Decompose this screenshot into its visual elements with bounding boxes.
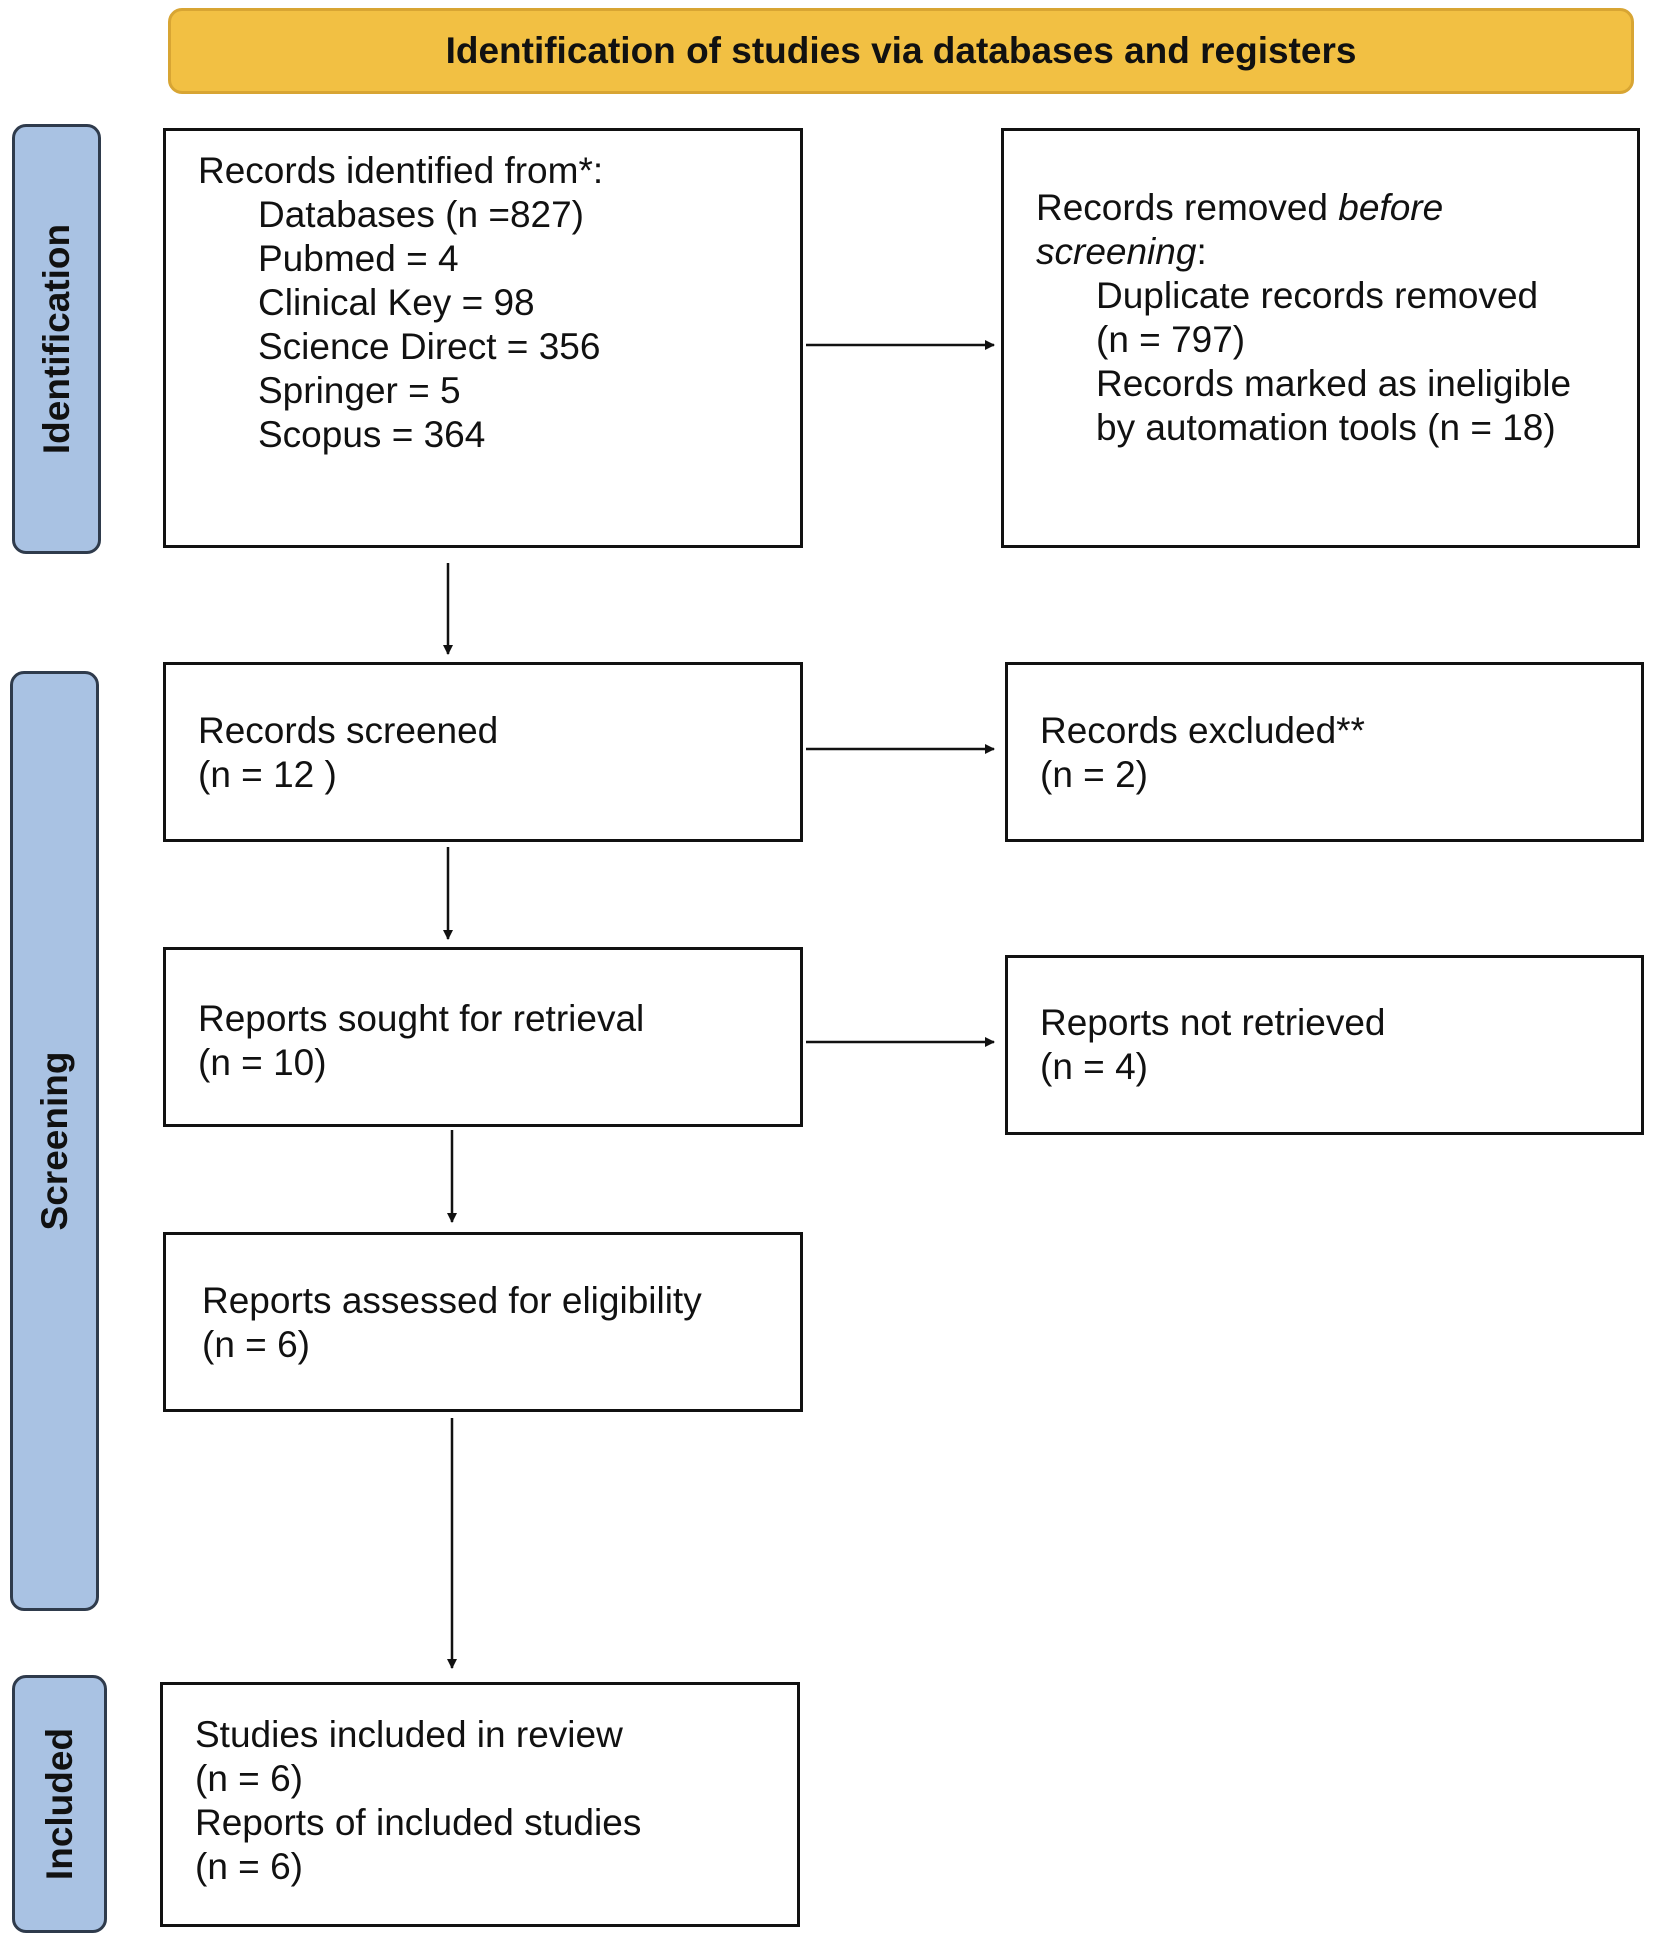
records-removed-heading-2: screening: (1036, 230, 1637, 274)
phase-screening: Screening (10, 671, 99, 1611)
reports-included-label: Reports of included studies (195, 1802, 642, 1843)
reports-assessed-count: (n = 6) (202, 1324, 310, 1365)
ineligible-records-count: by automation tools (n = 18) (1096, 407, 1556, 448)
records-removed-box: Records removed before screening: Duplic… (1001, 128, 1640, 548)
phase-identification: Identification (12, 124, 101, 554)
records-excluded-count: (n = 2) (1040, 754, 1148, 795)
records-removed-prefix: Records removed (1036, 187, 1339, 228)
reports-not-retrieved-label: Reports not retrieved (1040, 1002, 1386, 1043)
reports-sought-label: Reports sought for retrieval (198, 998, 645, 1039)
records-screened-label: Records screened (198, 710, 499, 751)
phase-included: Included (12, 1675, 107, 1933)
records-removed-italic-screening: screening (1036, 231, 1197, 272)
reports-assessed-box: Reports assessed for eligibility (n = 6) (163, 1232, 803, 1412)
records-identified-heading: Records identified from*: (198, 150, 604, 191)
springer-count: Springer = 5 (258, 370, 461, 411)
reports-sought-box: Reports sought for retrieval (n = 10) (163, 947, 803, 1127)
records-removed-heading: Records removed before (1036, 186, 1637, 230)
reports-not-retrieved-count: (n = 4) (1040, 1046, 1148, 1087)
pubmed-count: Pubmed = 4 (258, 238, 459, 279)
duplicate-records: Duplicate records removed (1096, 275, 1539, 316)
reports-assessed-label: Reports assessed for eligibility (202, 1280, 702, 1321)
records-identified-box: Records identified from*: Databases (n =… (163, 128, 803, 548)
reports-included-count: (n = 6) (195, 1846, 303, 1887)
scopus-count: Scopus = 364 (258, 414, 486, 455)
ineligible-records: Records marked as ineligible (1096, 363, 1572, 404)
records-excluded-box: Records excluded** (n = 2) (1005, 662, 1644, 842)
clinical-key-count: Clinical Key = 98 (258, 282, 535, 323)
header-banner: Identification of studies via databases … (168, 8, 1634, 94)
records-screened-count: (n = 12 ) (198, 754, 337, 795)
header-title: Identification of studies via databases … (445, 30, 1357, 71)
reports-not-retrieved-box: Reports not retrieved (n = 4) (1005, 955, 1644, 1135)
studies-included-label: Studies included in review (195, 1714, 623, 1755)
studies-included-box: Studies included in review (n = 6) Repor… (160, 1682, 800, 1927)
reports-sought-count: (n = 10) (198, 1042, 327, 1083)
records-excluded-label: Records excluded** (1040, 710, 1365, 751)
records-removed-italic-before: before (1338, 187, 1444, 228)
records-screened-box: Records screened (n = 12 ) (163, 662, 803, 842)
databases-count: Databases (n =827) (258, 194, 585, 235)
studies-included-count: (n = 6) (195, 1758, 303, 1799)
science-direct-count: Science Direct = 356 (258, 326, 601, 367)
records-removed-colon: : (1196, 231, 1207, 272)
duplicate-records-count: (n = 797) (1096, 319, 1246, 360)
